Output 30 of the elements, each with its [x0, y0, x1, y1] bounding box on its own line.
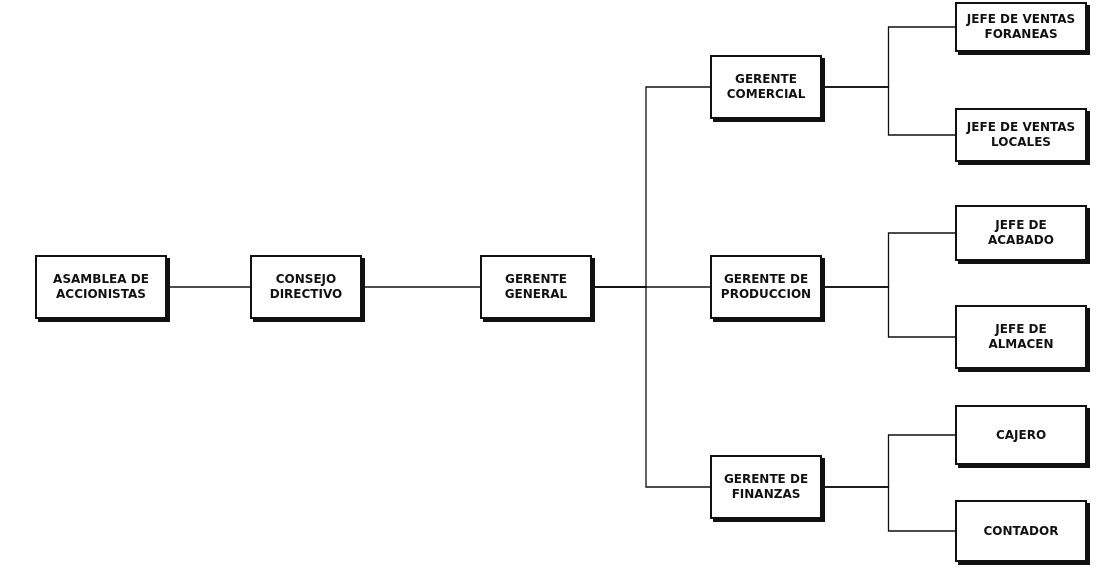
- position-title: JEFE DE ALMACEN: [987, 322, 1055, 352]
- connector-line: [168, 286, 251, 288]
- org-box: [955, 500, 1087, 562]
- org-box: [250, 255, 362, 319]
- org-box: [955, 205, 1087, 261]
- position-title: GERENTE GENERAL: [503, 272, 569, 302]
- position-title: GERENTE DE PRODUCCION: [719, 272, 813, 302]
- org-box: [955, 2, 1087, 52]
- position-title: CAJERO: [995, 427, 1047, 443]
- connector-line: [363, 286, 481, 288]
- connector-line: [593, 286, 711, 488]
- org-box: [710, 255, 822, 319]
- position-title: JEFE DE VENTAS LOCALES: [965, 120, 1077, 150]
- org-box: [480, 255, 592, 319]
- org-box: [710, 455, 822, 519]
- connector-line: [823, 286, 956, 338]
- position-title: CONTADOR: [983, 523, 1059, 539]
- connector-line: [823, 86, 956, 136]
- org-box: [955, 405, 1087, 465]
- org-box: [955, 305, 1087, 369]
- org-box: [35, 255, 167, 319]
- position-title: ASAMBLEA DE ACCIONISTAS: [52, 272, 150, 302]
- connector-line: [823, 486, 956, 532]
- position-title: JEFE DE VENTAS FORANEAS: [965, 12, 1077, 42]
- position-title: GERENTE DE FINANZAS: [722, 472, 810, 502]
- org-box: [710, 55, 822, 119]
- org-box: [955, 108, 1087, 162]
- position-title: JEFE DE ACABADO: [987, 218, 1055, 248]
- position-title: CONSEJO DIRECTIVO: [268, 272, 344, 302]
- position-title: GERENTE COMERCIAL: [725, 72, 807, 102]
